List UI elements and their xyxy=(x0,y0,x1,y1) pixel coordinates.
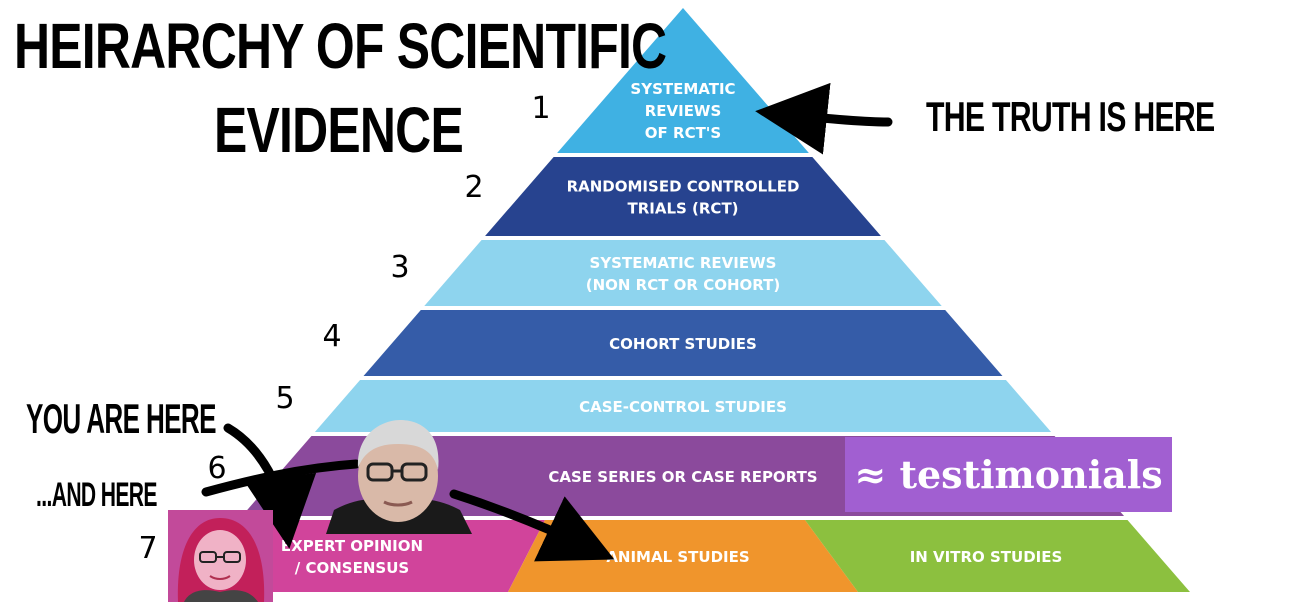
level-3-label-line-1: SYSTEMATIC REVIEWS xyxy=(590,254,777,272)
testimonials-label: ≈ testimonials xyxy=(845,437,1172,512)
level-3-band xyxy=(424,240,942,306)
man-avatar-photo xyxy=(326,420,472,534)
level-number-1: 1 xyxy=(531,91,550,126)
level-2: RANDOMISED CONTROLLED TRIALS (RCT) xyxy=(485,157,881,236)
level-3: SYSTEMATIC REVIEWS (NON RCT OR COHORT) xyxy=(424,240,942,306)
woman-avatar-photo xyxy=(168,510,273,602)
annotation-arrows xyxy=(201,82,893,562)
level-number-7: 7 xyxy=(138,531,157,566)
level-7-section-1-label-line-2: / CONSENSUS xyxy=(295,559,409,577)
level-4-band xyxy=(363,310,1003,376)
level-2-label-line-1: RANDOMISED CONTROLLED xyxy=(567,178,800,196)
level-7-section-2-label-line-1: ANIMAL STUDIES xyxy=(606,548,749,566)
page-title-line2: EVIDENCE xyxy=(214,94,464,166)
and-here-annotation: ...AND HERE xyxy=(36,476,157,514)
truth-annotation: THE TRUTH IS HERE xyxy=(926,93,1215,140)
level-number-3: 3 xyxy=(390,250,409,285)
level-number-6: 6 xyxy=(207,451,226,486)
level-number-4: 4 xyxy=(322,319,341,354)
you-are-here-arrow xyxy=(223,423,317,549)
level-number-5: 5 xyxy=(275,381,294,416)
level-number-2: 2 xyxy=(464,170,483,205)
level-7-section-1-label-line-1: EXPERT OPINION xyxy=(281,537,423,555)
level-7-section-3-label-line-1: IN VITRO STUDIES xyxy=(910,548,1063,566)
level-1-label-line-3: OF RCT'S xyxy=(645,124,721,142)
level-1-band xyxy=(557,8,809,153)
level-7-section-3 xyxy=(805,520,1190,592)
level-2-band xyxy=(485,157,881,236)
level-3-label-line-2: (NON RCT OR COHORT) xyxy=(586,276,781,294)
truth-arrow xyxy=(755,82,893,155)
level-1-label-line-2: REVIEWS xyxy=(645,102,722,120)
level-4-label-line-1: COHORT STUDIES xyxy=(609,335,757,353)
and-here-arrow-right xyxy=(449,489,615,562)
page-title-line1: HEIRARCHY OF SCIENTIFIC xyxy=(14,10,667,82)
level-4: COHORT STUDIES xyxy=(363,310,1003,376)
and-here-arrow-left xyxy=(201,459,361,497)
level-5-label-line-1: CASE-CONTROL STUDIES xyxy=(579,398,787,416)
you-are-here-annotation: YOU ARE HERE xyxy=(26,395,216,442)
level-6-label-line-1: CASE SERIES OR CASE REPORTS xyxy=(548,468,817,486)
level-1-label-line-1: SYSTEMATIC xyxy=(630,80,735,98)
level-2-label-line-2: TRIALS (RCT) xyxy=(627,200,738,218)
level-5-band xyxy=(314,380,1052,432)
level-1: SYSTEMATIC REVIEWS OF RCT'S xyxy=(557,8,809,153)
level-5: CASE-CONTROL STUDIES xyxy=(314,380,1052,432)
